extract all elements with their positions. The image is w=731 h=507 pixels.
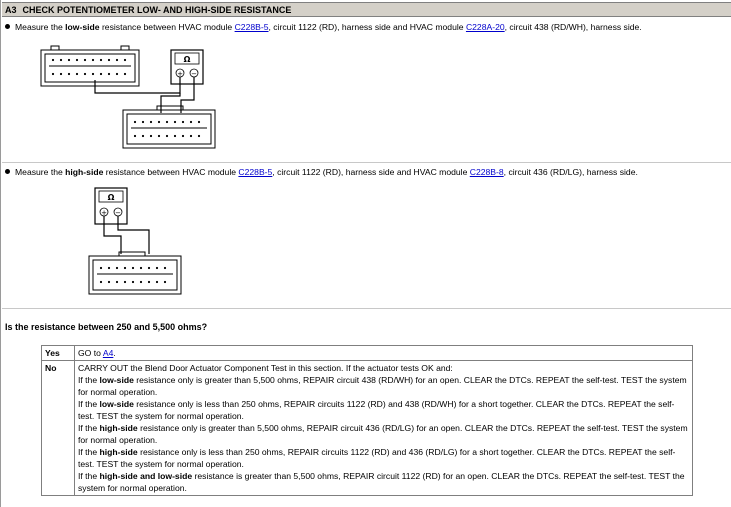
svg-text:Ω: Ω — [184, 55, 191, 64]
answer-text-yes: GO to A4. — [74, 345, 693, 361]
svg-text:−: − — [191, 70, 197, 78]
ohmmeter-icon: Ω + − — [170, 49, 204, 85]
svg-text:−: − — [115, 209, 121, 217]
answer-table: Yes GO to A4. No CARRY OUT the Blend Doo… — [41, 345, 693, 496]
no-line: If the low-side resistance only is less … — [78, 399, 675, 421]
answer-key-no: No — [41, 360, 75, 496]
svg-text:Ω: Ω — [108, 193, 115, 202]
step-code: A3 — [5, 4, 17, 15]
bullet-icon — [5, 24, 10, 30]
connector-c228b-icon — [88, 251, 182, 295]
answer-row-no: No CARRY OUT the Blend Door Actuator Com… — [41, 360, 693, 496]
step-title-bar: A3 CHECK POTENTIOMETER LOW- AND HIGH-SID… — [2, 2, 731, 17]
no-line: If the high-side and low-side resistance… — [78, 471, 685, 493]
section-divider — [2, 162, 731, 163]
link-a4[interactable]: A4 — [102, 348, 114, 358]
step-title: CHECK POTENTIOMETER LOW- AND HIGH-SIDE R… — [22, 4, 292, 15]
connector-c228a-icon — [40, 45, 140, 87]
step-low-side: Measure the low-side resistance between … — [5, 22, 642, 32]
section-divider — [2, 308, 731, 309]
no-line: If the high-side resistance only is less… — [78, 447, 676, 469]
answer-row-yes: Yes GO to A4. — [41, 345, 693, 361]
svg-text:+: + — [177, 70, 183, 78]
no-line: If the low-side resistance only is great… — [78, 375, 687, 397]
low-side-diagram: Ω + − — [40, 45, 216, 149]
link-c228b-5[interactable]: C228B-5 — [234, 22, 269, 32]
bullet-icon — [5, 169, 10, 175]
link-c228a-20[interactable]: C228A-20 — [465, 22, 505, 32]
connector-c228b-icon — [122, 105, 216, 149]
answer-text-no: CARRY OUT the Blend Door Actuator Compon… — [74, 360, 693, 496]
ohmmeter-icon: Ω + − — [94, 187, 128, 225]
question-text: Is the resistance between 250 and 5,500 … — [5, 322, 208, 332]
link-c228b-5[interactable]: C228B-5 — [238, 167, 273, 177]
link-c228b-8[interactable]: C228B-8 — [469, 167, 504, 177]
high-side-diagram: Ω + − — [88, 187, 182, 295]
answer-key-yes: Yes — [41, 345, 75, 361]
no-line: If the high-side resistance only is grea… — [78, 423, 688, 445]
step-high-side: Measure the high-side resistance between… — [5, 167, 638, 177]
svg-text:+: + — [101, 209, 107, 217]
